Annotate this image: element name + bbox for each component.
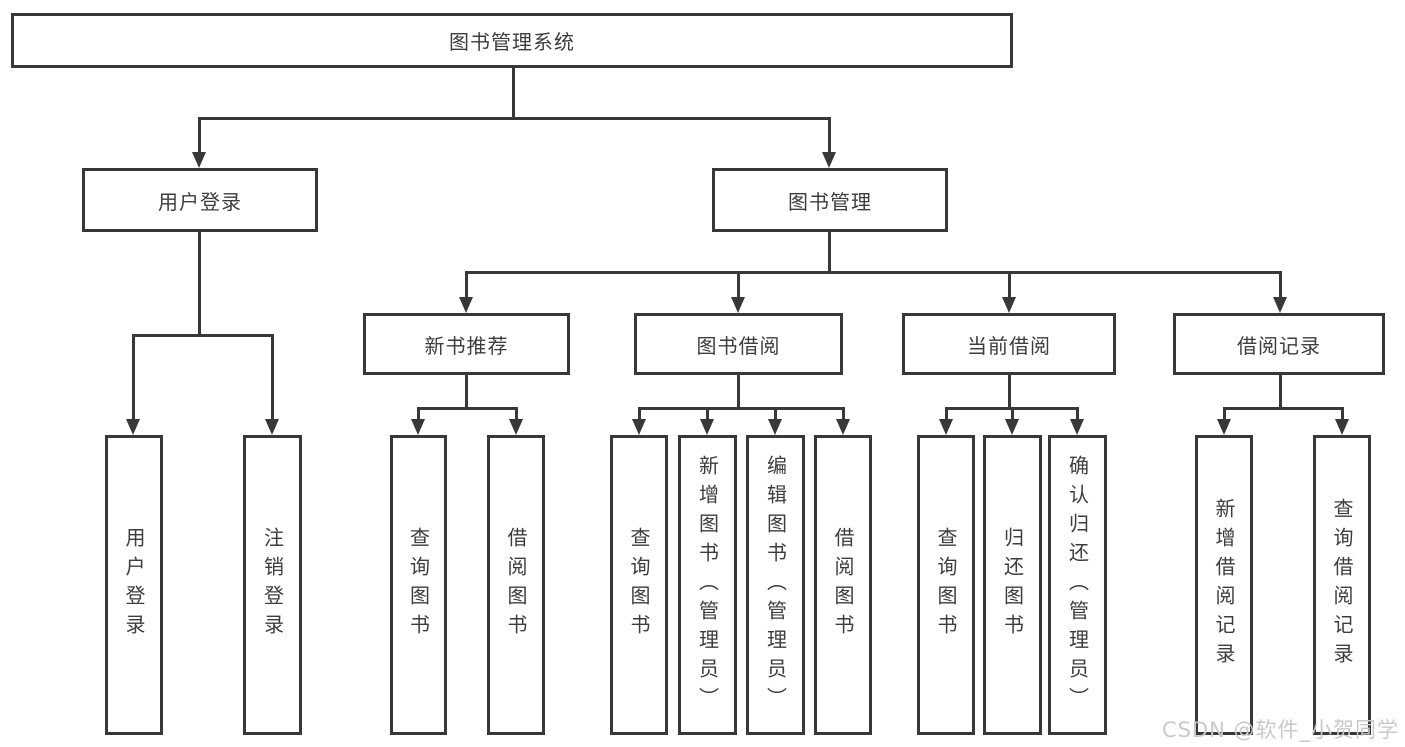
leaf-label: 归还图书 xyxy=(1000,527,1025,643)
leaf-logout: 注销登录 xyxy=(243,435,302,735)
arrow-down-icon xyxy=(509,419,523,435)
connector-vline xyxy=(945,407,948,421)
connector-vline xyxy=(774,407,777,421)
node-user-login: 用户登录 xyxy=(82,168,318,232)
connector-vline xyxy=(515,407,518,421)
leaf-add-book-admin: 新增图书（管理员） xyxy=(678,435,737,735)
connector-hline xyxy=(1223,407,1344,410)
connector-vline xyxy=(638,407,641,421)
arrow-down-icon xyxy=(768,419,782,435)
connector-vline xyxy=(737,271,740,299)
connector-vline xyxy=(1008,373,1011,410)
node-root-label: 图书管理系统 xyxy=(449,30,575,54)
leaf-query-books-2: 查询图书 xyxy=(610,435,668,735)
node-book-management: 图书管理 xyxy=(712,168,948,232)
connector-vline xyxy=(737,373,740,410)
arrow-down-icon xyxy=(1070,419,1084,435)
connector-vline xyxy=(1223,407,1226,421)
leaf-label: 编辑图书（管理员） xyxy=(763,454,788,716)
leaf-user-login: 用户登录 xyxy=(105,435,163,735)
connector-vline xyxy=(1008,271,1011,299)
connector-hline xyxy=(132,334,274,337)
connector-vline xyxy=(198,230,201,337)
leaf-query-books-3: 查询图书 xyxy=(917,435,975,735)
connector-hline xyxy=(465,271,1282,274)
connector-vline xyxy=(271,334,274,421)
connector-vline xyxy=(828,230,831,274)
connector-vline xyxy=(465,373,468,410)
leaf-label: 查询图书 xyxy=(934,527,958,643)
node-book-management-label: 图书管理 xyxy=(788,189,872,214)
node-new-book-recommend-label: 新书推荐 xyxy=(424,333,509,358)
node-borrow-records-label: 借阅记录 xyxy=(1237,333,1321,358)
arrow-down-icon xyxy=(1002,297,1016,313)
connector-vline xyxy=(706,407,709,421)
arrow-down-icon xyxy=(1273,297,1287,313)
leaf-label: 借阅图书 xyxy=(831,527,855,643)
node-current-borrow-label: 当前借阅 xyxy=(967,333,1051,358)
node-new-book-recommend: 新书推荐 xyxy=(363,313,570,375)
connector-vline xyxy=(828,117,831,154)
leaf-borrow-books-1: 借阅图书 xyxy=(487,435,545,735)
arrow-down-icon xyxy=(1335,419,1349,435)
node-current-borrow: 当前借阅 xyxy=(902,313,1116,375)
leaf-label: 新增图书（管理员） xyxy=(695,454,720,716)
arrow-down-icon xyxy=(126,419,140,435)
leaf-label: 借阅图书 xyxy=(504,527,528,643)
arrow-down-icon xyxy=(459,297,473,313)
node-user-login-label: 用户登录 xyxy=(158,189,242,214)
leaf-confirm-return-admin: 确认归还（管理员） xyxy=(1048,435,1107,735)
leaf-label: 用户登录 xyxy=(122,527,146,643)
arrow-down-icon xyxy=(836,419,850,435)
connector-hline xyxy=(198,117,831,120)
leaf-label: 查询图书 xyxy=(627,527,651,643)
connector-vline xyxy=(1279,373,1282,410)
arrow-down-icon xyxy=(1005,419,1019,435)
leaf-label: 查询图书 xyxy=(406,527,431,643)
node-root: 图书管理系统 xyxy=(11,13,1013,68)
connector-vline xyxy=(842,407,845,421)
connector-vline xyxy=(132,334,135,421)
leaf-return-books: 归还图书 xyxy=(983,435,1042,735)
leaf-label: 确认归还（管理员） xyxy=(1065,454,1090,716)
arrow-down-icon xyxy=(411,419,425,435)
connector-vline xyxy=(1076,407,1079,421)
leaf-label: 新增借阅记录 xyxy=(1212,498,1236,672)
leaf-add-borrow-record: 新增借阅记录 xyxy=(1195,435,1253,735)
connector-hline xyxy=(638,407,845,410)
connector-vline xyxy=(1341,407,1344,421)
connector-hline xyxy=(417,407,518,410)
arrow-down-icon xyxy=(731,297,745,313)
connector-vline xyxy=(198,117,201,154)
leaf-edit-book-admin: 编辑图书（管理员） xyxy=(746,435,805,735)
arrow-down-icon xyxy=(939,419,953,435)
node-borrow-records: 借阅记录 xyxy=(1173,313,1385,375)
connector-vline xyxy=(1279,271,1282,299)
connector-vline xyxy=(512,66,515,120)
leaf-label: 注销登录 xyxy=(260,527,285,643)
leaf-query-books-1: 查询图书 xyxy=(390,435,447,735)
csdn-watermark: CSDN @软件_小贺同学 xyxy=(1161,718,1399,742)
leaf-label: 查询借阅记录 xyxy=(1330,498,1354,672)
leaf-query-borrow-record: 查询借阅记录 xyxy=(1313,435,1371,735)
arrow-down-icon xyxy=(632,419,646,435)
arrow-down-icon xyxy=(192,152,206,168)
arrow-down-icon xyxy=(1217,419,1231,435)
arrow-down-icon xyxy=(700,419,714,435)
connector-vline xyxy=(1011,407,1014,421)
arrow-down-icon xyxy=(822,152,836,168)
leaf-borrow-books-2: 借阅图书 xyxy=(814,435,872,735)
connector-vline xyxy=(417,407,420,421)
connector-vline xyxy=(465,271,468,299)
node-book-borrow: 图书借阅 xyxy=(634,313,843,375)
arrow-down-icon xyxy=(265,419,279,435)
node-book-borrow-label: 图书借阅 xyxy=(696,333,781,358)
